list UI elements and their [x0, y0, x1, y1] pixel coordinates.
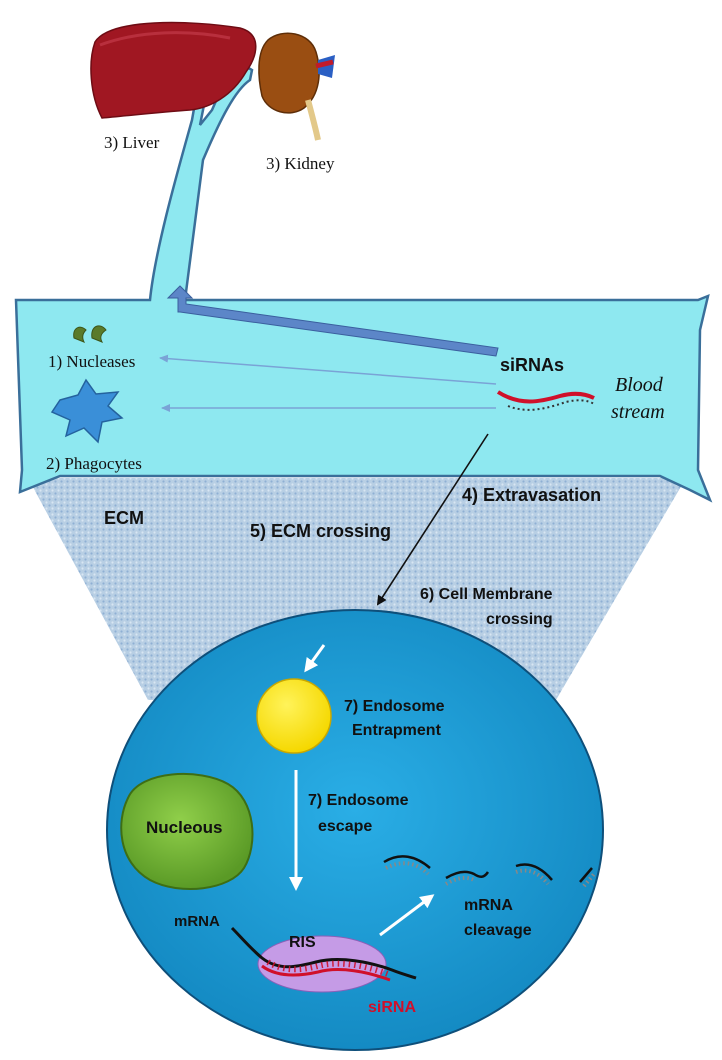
mrna-strand: [230, 926, 417, 980]
membrane-crossing-label-1: 6) Cell Membrane: [420, 586, 553, 603]
cleavage-arrow: [379, 894, 435, 937]
liver-organ: [90, 21, 257, 119]
cleaved-mrna-fragments: [383, 855, 596, 888]
extravasation-arrow: [376, 433, 489, 606]
ecm-region: [28, 478, 686, 700]
ecm-label: ECM: [104, 508, 144, 528]
mrna-cleavage-label-1: mRNA: [464, 897, 513, 914]
sirna-duplex-icon: [496, 390, 595, 411]
mrna-cleavage-label-2: cleavage: [464, 922, 532, 939]
cell-body: [106, 609, 604, 1051]
sirnas-label: siRNAs: [500, 355, 564, 375]
nucleases-label: 1) Nucleases: [48, 352, 135, 371]
kidney-organ: [258, 32, 335, 141]
liver-label: 3) Liver: [104, 133, 160, 152]
membrane-crossing-label-2: crossing: [486, 611, 553, 628]
ris-label: RIS: [289, 934, 316, 951]
ecm-crossing-label: 5) ECM crossing: [250, 521, 391, 541]
nuclease-icon: [73, 325, 107, 343]
blood-stream-label-1: Blood: [615, 374, 664, 396]
phagocyte-icon: [50, 378, 124, 444]
extravasation-label: 4) Extravasation: [462, 485, 601, 505]
mrna-label: mRNA: [174, 913, 220, 930]
endosome-entrapment-label-2: Entrapment: [352, 722, 442, 739]
phagocytes-label: 2) Phagocytes: [46, 454, 142, 473]
endosome-entry-arrow: [304, 644, 326, 673]
endosome-escape-label-2: escape: [318, 818, 372, 835]
clearance-arrow: [166, 285, 499, 357]
nucleus-label: Nucleous: [146, 818, 223, 837]
sirna-label: siRNA: [368, 999, 416, 1016]
kidney-label: 3) Kidney: [266, 154, 335, 173]
endosome-escape-label-1: 7) Endosome: [308, 792, 409, 809]
endosome-entrapment-label-1: 7) Endosome: [344, 698, 445, 715]
arrow-to-nucleases: [159, 354, 497, 385]
endosome: [256, 678, 332, 754]
nucleus: [120, 772, 254, 891]
blood-stream-label-2: stream: [611, 401, 665, 423]
bound-sirna-strand: [261, 964, 391, 982]
